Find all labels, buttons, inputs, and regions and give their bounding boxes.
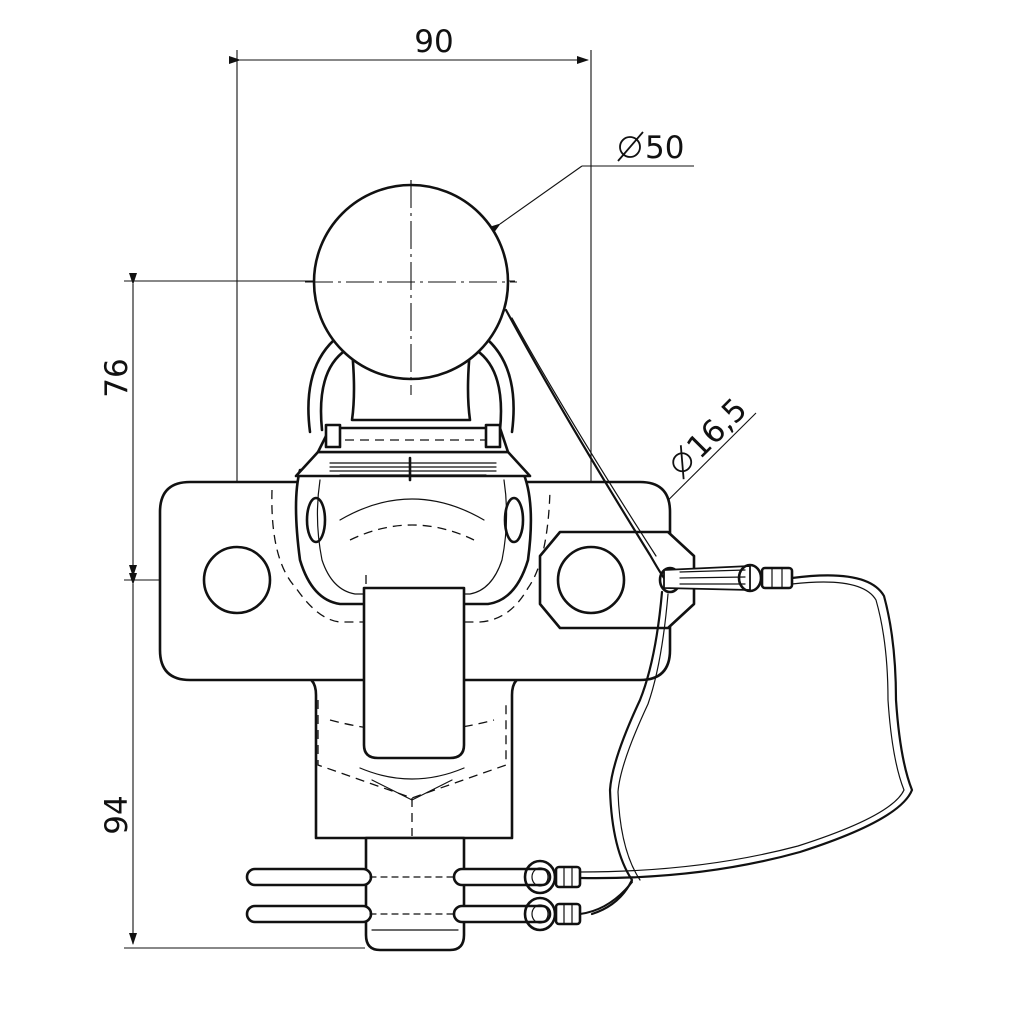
coupling-housing [294, 468, 533, 606]
ball-diameter-dimension: 50 [488, 130, 694, 234]
pin [364, 836, 466, 952]
ring-shackle [307, 338, 515, 449]
side-bolt-left [305, 496, 327, 544]
ball-diameter-value: 50 [645, 130, 684, 166]
diameter-symbol-icon [672, 445, 693, 480]
crimp-sleeve-icon [554, 865, 582, 889]
safety-cable [504, 308, 914, 932]
upper-height-value: 76 [99, 358, 135, 397]
socket-insert [362, 575, 466, 760]
lower-height-value: 94 [99, 795, 135, 834]
hole-diameter-value: 16,5 [680, 391, 754, 465]
cap-engraving [329, 456, 497, 482]
diameter-symbol-icon [617, 131, 644, 162]
crimp-sleeve-icon [760, 566, 794, 590]
width-value: 90 [414, 24, 453, 60]
tow-ball [305, 180, 517, 395]
mount-hole-right [556, 545, 626, 615]
mount-hole-left [202, 545, 272, 615]
side-bolt-right [503, 496, 525, 544]
crimp-sleeve-icon [554, 902, 582, 926]
